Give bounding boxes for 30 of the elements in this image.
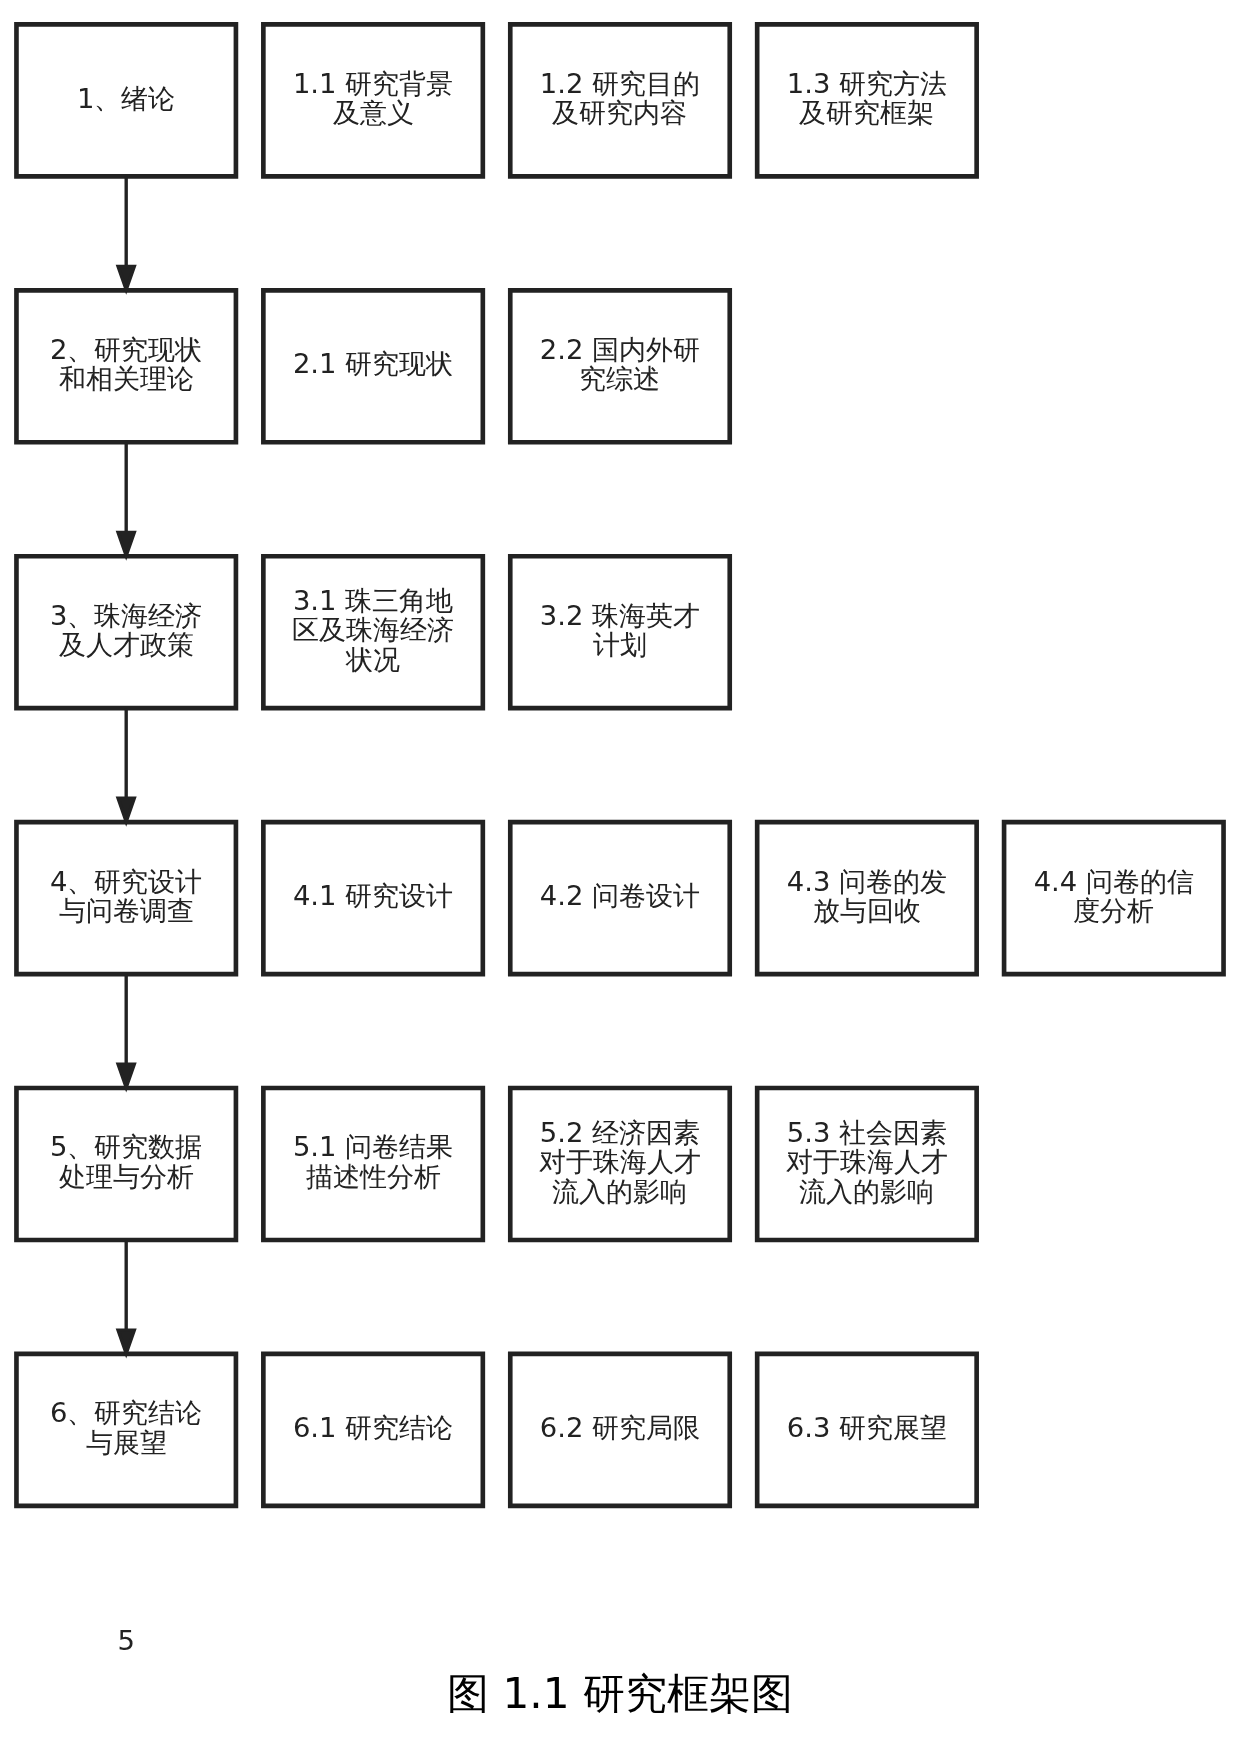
node-box: 6、研究结论与展望 (14, 1351, 239, 1509)
node-box: 4.2 问卷设计 (507, 819, 733, 977)
node-box: 6.2 研究局限 (507, 1351, 733, 1509)
node-box: 5.1 问卷结果描述性分析 (261, 1085, 486, 1243)
node-box: 5、研究数据处理与分析 (14, 1085, 239, 1243)
arrow (115, 176, 137, 295)
arrow (115, 442, 137, 561)
node-box: 2.2 国内外研究综述 (507, 288, 733, 445)
arrow (115, 708, 137, 827)
node-box: 1.1 研究背景及意义 (261, 22, 486, 179)
node-box: 1.2 研究目的及研究内容 (507, 22, 733, 179)
node-box: 4.3 问卷的发放与回收 (754, 819, 979, 977)
caption: 图 1.1 研究框架图 (447, 1669, 793, 1719)
node-box: 6.1 研究结论 (261, 1351, 486, 1509)
node-box: 2.1 研究现状 (261, 288, 486, 445)
node-box: 3.1 珠三角地区及珠海经济状况 (261, 553, 486, 711)
node-box: 1、绪论 (14, 22, 239, 179)
label: 5 (117, 1625, 135, 1657)
node-box: 5.3 社会因素对于珠海人才流入的影响 (754, 1085, 979, 1243)
node-box: 6.3 研究展望 (754, 1351, 979, 1509)
arrow (115, 1240, 137, 1359)
node-box: 2、研究现状和相关理论 (14, 288, 239, 445)
node-box: 4、研究设计与问卷调查 (14, 819, 239, 977)
arrow (115, 974, 137, 1093)
node-box: 5.2 经济因素对于珠海人才流入的影响 (507, 1085, 733, 1243)
node-box: 3.2 珠海英才计划 (507, 553, 733, 711)
node-box: 1.3 研究方法及研究框架 (754, 22, 979, 179)
node-box: 4.4 问卷的信度分析 (1001, 819, 1226, 977)
node-box: 3、珠海经济及人才政策 (14, 553, 239, 711)
node-box: 4.1 研究设计 (261, 819, 486, 977)
